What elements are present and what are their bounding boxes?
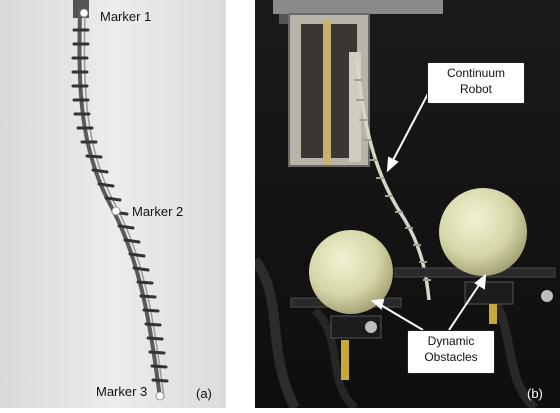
callout-continuum-robot: Continuum Robot bbox=[427, 62, 525, 104]
obstacle-bolt-left bbox=[365, 321, 377, 333]
robot-disks bbox=[71, 28, 169, 383]
top-mount-plate bbox=[273, 0, 443, 14]
marker-2-label: Marker 2 bbox=[132, 204, 184, 219]
panel-a-image bbox=[0, 0, 226, 408]
obstacle-sphere-left bbox=[309, 230, 393, 314]
callout-arrows bbox=[370, 87, 487, 331]
marker-3-label: Marker 3 bbox=[96, 384, 148, 399]
callout-robot-line-1: Continuum bbox=[446, 66, 506, 80]
cable-yellow bbox=[489, 304, 497, 324]
marker-1-dot bbox=[79, 8, 89, 18]
arrow-to-right-sphere bbox=[448, 281, 482, 331]
callout-dynamic-obstacles: Dynamic Obstacles bbox=[407, 330, 495, 374]
panel-b-image bbox=[250, 0, 560, 412]
lead-screw bbox=[323, 20, 331, 165]
callout-robot-line-2: Robot bbox=[459, 82, 493, 96]
obstacle-clamp-left bbox=[330, 315, 382, 339]
cloth-fold bbox=[250, 257, 300, 411]
robot-backbone bbox=[77, 11, 162, 399]
cloth-fold bbox=[490, 297, 539, 412]
callout-obstacles-line-2: Obstacles bbox=[424, 350, 478, 364]
marker-1-label: Marker 1 bbox=[100, 9, 152, 24]
arrow-to-robot bbox=[390, 87, 432, 165]
arrow-to-right-sphere-head bbox=[474, 273, 487, 290]
arrow-to-robot-head bbox=[386, 156, 399, 173]
panel-a-tag: (a) bbox=[196, 386, 212, 401]
arrow-to-left-sphere-head bbox=[370, 298, 385, 310]
obstacle-bolt-right bbox=[541, 290, 553, 302]
panel-b-tag: (b) bbox=[527, 386, 543, 401]
marker-3-dot bbox=[155, 391, 165, 401]
top-mount-bar bbox=[279, 14, 289, 24]
marker-2-dot bbox=[111, 206, 121, 216]
cable-yellow bbox=[341, 340, 349, 380]
arrow-to-left-sphere bbox=[378, 303, 424, 331]
panel-b-photo: Continuum Robot Dynamic Obstacles (b) bbox=[250, 0, 560, 412]
cloth-fold bbox=[312, 307, 358, 411]
continuum-robot-disks bbox=[354, 79, 431, 281]
obstacle-clamp-right bbox=[464, 281, 514, 305]
panel-a-photo: Marker 1 Marker 2 Marker 3 (a) bbox=[0, 0, 226, 408]
callout-obstacles-line-1: Dynamic bbox=[427, 334, 475, 348]
panel-a-background bbox=[0, 0, 226, 408]
obstacle-sphere-right bbox=[439, 188, 527, 276]
